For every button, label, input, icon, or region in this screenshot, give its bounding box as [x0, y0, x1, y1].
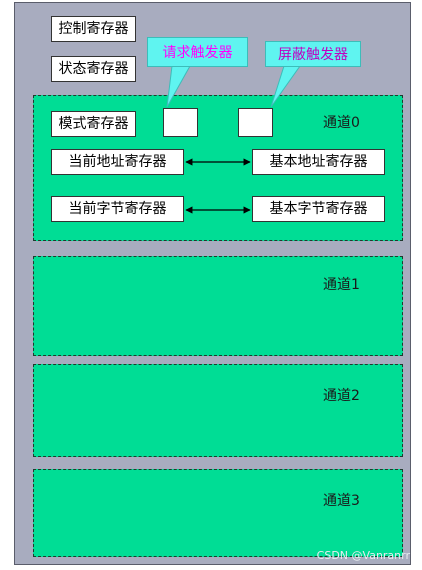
request-callout-pointer: [166, 65, 191, 108]
status-register: 状态寄存器: [51, 56, 136, 82]
watermark: CSDN @Vanranrr: [316, 549, 410, 562]
channel-1: [33, 256, 403, 356]
channel-1-label: 通道1: [323, 277, 360, 293]
request-trigger-callout: 请求触发器: [147, 37, 248, 67]
mode-register: 模式寄存器: [51, 111, 136, 137]
request-trigger: [163, 108, 198, 137]
base-count-register: 基本字节寄存器: [252, 196, 385, 222]
channel-2-label: 通道2: [323, 388, 360, 404]
channel-3: [33, 469, 403, 557]
channel-0-label: 通道0: [323, 115, 360, 131]
mask-callout-pointer: [270, 65, 301, 108]
channel-2: [33, 364, 403, 457]
control-register: 控制寄存器: [51, 16, 136, 42]
current-count-register: 当前字节寄存器: [51, 196, 184, 222]
channel-3-label: 通道3: [323, 493, 360, 509]
current-address-register: 当前地址寄存器: [51, 149, 184, 175]
base-address-register: 基本地址寄存器: [252, 149, 385, 175]
mask-trigger: [238, 108, 273, 137]
mask-trigger-callout: 屏蔽触发器: [265, 41, 361, 67]
